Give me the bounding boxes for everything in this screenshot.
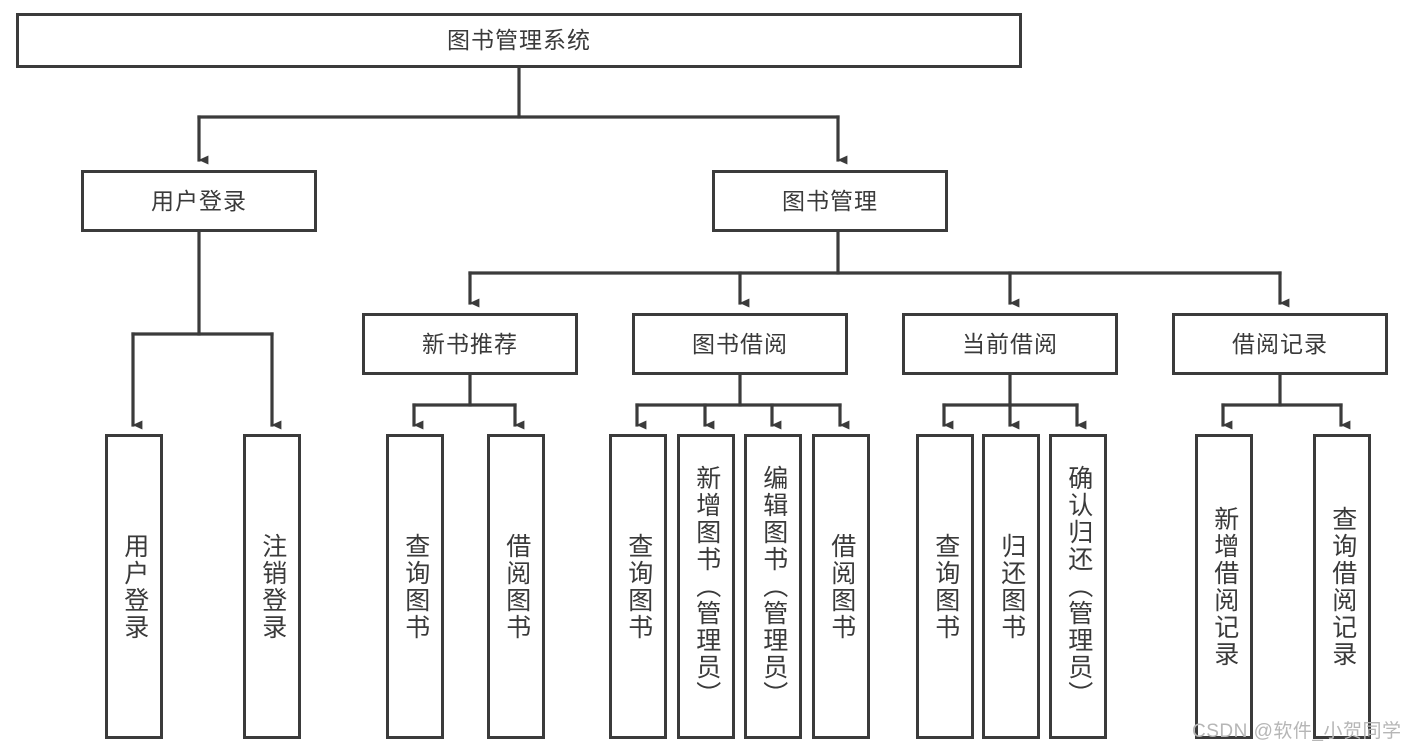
node-leaf-query-book-borrow[interactable]: 查询图书	[609, 434, 667, 739]
node-leaf-borrow-book-recommend[interactable]: 借阅图书	[487, 434, 545, 739]
node-leaf-query-borrow-record[interactable]: 查询借阅记录	[1313, 434, 1371, 739]
node-root-system[interactable]: 图书管理系统	[16, 13, 1022, 68]
csdn-watermark: CSDN @软件_小贺同学	[1192, 721, 1402, 742]
node-leaf-add-borrow-record[interactable]: 新增借阅记录	[1195, 434, 1253, 739]
node-current-borrow[interactable]: 当前借阅	[902, 313, 1118, 375]
node-leaf-return-book[interactable]: 归还图书	[982, 434, 1040, 739]
node-label: 确认归还（管理员）	[1064, 465, 1093, 708]
node-leaf-borrow-book[interactable]: 借阅图书	[812, 434, 870, 739]
node-label: 注销登录	[258, 532, 287, 641]
node-borrow-records[interactable]: 借阅记录	[1172, 313, 1388, 375]
node-label: 用户登录	[120, 532, 149, 641]
node-leaf-edit-book-admin[interactable]: 编辑图书（管理员）	[744, 434, 802, 739]
node-label: 归还图书	[997, 532, 1026, 641]
node-new-book-recommend[interactable]: 新书推荐	[362, 313, 578, 375]
node-label: 新增借阅记录	[1210, 505, 1239, 668]
node-book-borrow[interactable]: 图书借阅	[632, 313, 848, 375]
node-label: 图书管理系统	[447, 27, 591, 54]
node-leaf-user-login[interactable]: 用户登录	[105, 434, 163, 739]
node-label: 查询图书	[624, 532, 653, 641]
node-label: 编辑图书（管理员）	[759, 465, 788, 708]
node-label: 查询图书	[401, 532, 430, 641]
node-leaf-logout[interactable]: 注销登录	[243, 434, 301, 739]
node-leaf-confirm-return-admin[interactable]: 确认归还（管理员）	[1049, 434, 1107, 739]
node-label: 查询图书	[931, 532, 960, 641]
node-label: 借阅记录	[1232, 330, 1328, 357]
node-book-management[interactable]: 图书管理	[712, 170, 948, 232]
node-label: 用户登录	[151, 187, 247, 214]
node-user-login[interactable]: 用户登录	[81, 170, 317, 232]
node-leaf-query-book-recommend[interactable]: 查询图书	[386, 434, 444, 739]
node-label: 图书管理	[782, 187, 878, 214]
node-label: 新增图书（管理员）	[692, 465, 721, 708]
node-label: 借阅图书	[827, 532, 856, 641]
node-leaf-add-book-admin[interactable]: 新增图书（管理员）	[677, 434, 735, 739]
node-label: 图书借阅	[692, 330, 788, 357]
node-label: 查询借阅记录	[1328, 505, 1357, 668]
node-leaf-query-book-current[interactable]: 查询图书	[916, 434, 974, 739]
node-label: 新书推荐	[422, 330, 518, 357]
node-label: 当前借阅	[962, 330, 1058, 357]
node-label: 借阅图书	[502, 532, 531, 641]
